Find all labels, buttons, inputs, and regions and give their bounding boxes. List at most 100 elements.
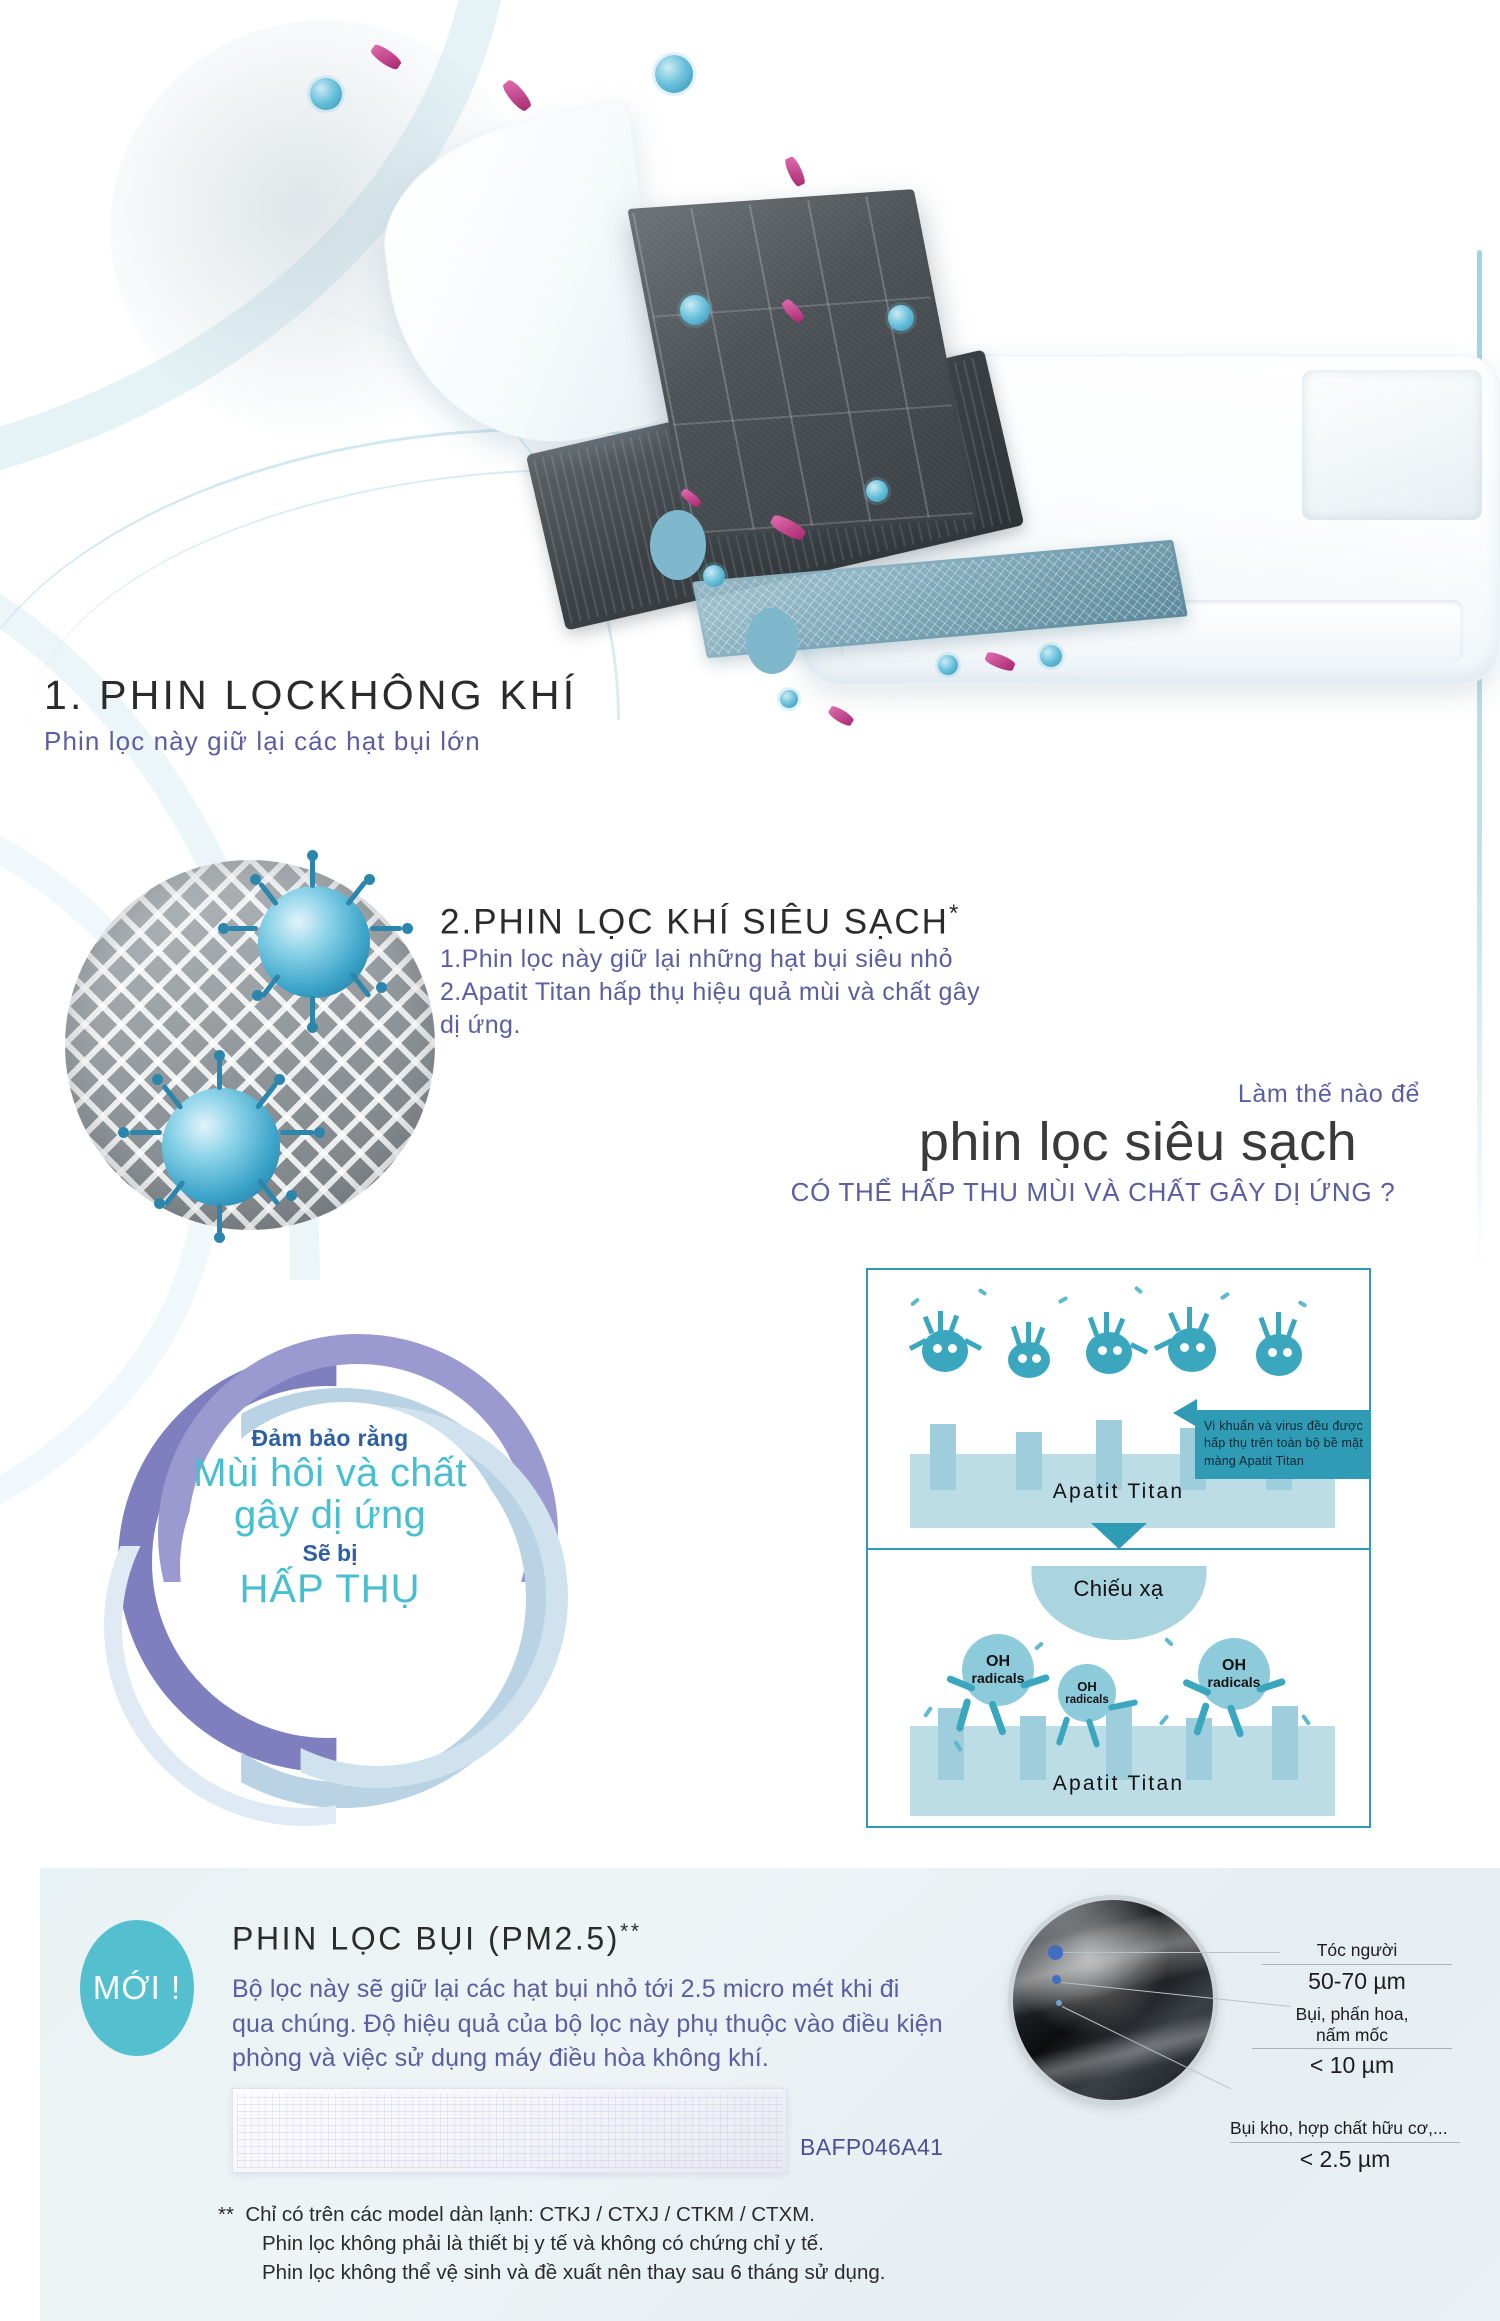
pm25-body-line-1: Bộ lọc này sẽ giữ lại các hạt bụi nhỏ tớ… [232,1975,900,2003]
bacteria-icon [500,77,534,114]
surface-pillar [1106,1704,1132,1780]
pm25-body-line-3: phòng và việc sử dụng máy điều hòa không… [232,2044,769,2072]
oh-radical-icon: OH radicals [1058,1664,1116,1722]
particle-dot-pm25 [1056,2000,1062,2006]
apatit-titan-label-top: Apatit Titan [1052,1480,1185,1503]
particle-dot-hair [1048,1945,1063,1960]
footnote-line-3: Phin lọc không thể vệ sinh và đề xuất nê… [262,2261,886,2285]
guarantee-small-bottom: Sẽ bị [302,1540,358,1566]
right-accent-bar [1477,250,1482,1270]
filter-model-code: BAFP046A41 [800,2134,944,2160]
pm25-title: PHIN LỌC BỤI (PM2.5)** [232,1920,642,1958]
section-2-line-2: 2.Apatit Titan hấp thụ hiệu quả mùi và c… [440,977,980,1006]
size-label-pm25-name: Bụi kho, hợp chất hữu cơ,... [1230,2118,1448,2138]
footnote-line-2: Phin lọc không phải là thiết bị y tế và … [262,2232,824,2256]
pm25-footnote: ** Chỉ có trên các model dàn lạnh: CTKJ … [218,2200,885,2287]
virus-large-bottom [118,1050,325,1243]
swirl-graphic [104,1330,580,1826]
oh-radical-line-2: radicals [971,1670,1025,1687]
sparkle-icon [1133,1285,1144,1295]
section-2-heading-label: 2.PHIN LỌC KHÍ SIÊU SẠCH [440,902,949,942]
surface-pillar [1020,1716,1046,1780]
absorption-tooltip: Vi khuẩn và virus đều được hấp thụ trên … [1173,1399,1369,1479]
guarantee-big-line-2: gây dị ứng [233,1493,427,1537]
swirl-inner-disc [180,1402,510,1732]
virus-icon [680,295,710,325]
new-badge: MỚI ! [80,1920,194,2056]
flow-arrow-icon [1090,1523,1147,1548]
oh-radical-line-1: OH [1077,1679,1097,1695]
size-label-dust-name: Bụi, phấn hoa, nấm mốc [1295,2004,1409,2045]
sparkle-icon [1158,1714,1170,1726]
surface-pillar [930,1424,956,1490]
virus-icon [866,480,888,502]
apatit-titan-diagram: Apatit Titan Vi khuẩn và virus đều được … [866,1268,1371,1828]
apatit-titan-label-bottom: Apatit Titan [1052,1772,1185,1795]
footnote-marker: ** [218,2203,234,2226]
double-asterisk-marker: ** [620,1920,642,1943]
section-1-heading: 1. PHIN LỌCKHÔNG KHÍ [44,672,578,718]
sparkle-icon [1297,1300,1308,1308]
guarantee-big-bottom: HẤP THỤ [239,1567,421,1611]
bacteria-icon [782,155,808,188]
guarantee-small-top: Đảm bảo rằng [251,1425,409,1451]
oh-radical-line-1: OH [1222,1657,1246,1675]
section-2-line-3: dị ứng. [440,1011,521,1040]
section-1-subtitle: Phin lọc này giữ lại các hạt bụi lớn [44,726,481,756]
sparkle-icon [1057,1295,1069,1305]
virus-monster-icon [1256,1312,1302,1376]
oh-radical-line-2: radicals [1065,1693,1109,1706]
virus-icon [938,655,958,675]
size-label-hair-value: 50-70 µm [1308,1968,1406,1994]
section-1-text: 1. PHIN LỌCKHÔNG KHÍ Phin lọc này giữ lạ… [44,672,577,757]
howto-line-1: Làm thế nào để [1237,1080,1420,1108]
oh-radical-icon: OH radicals [1198,1638,1270,1710]
bacteria-icon [826,704,856,728]
size-label-hair-name: Tóc người [1316,1940,1398,1960]
sparkle-icon [922,1705,934,1719]
size-label-pm25-value: < 2.5 µm [1299,2146,1391,2172]
virus-icon [1040,645,1062,667]
sparkle-icon [1219,1291,1231,1301]
virus-monster-icon [908,1311,983,1372]
sparkle-icon [1164,1637,1174,1647]
section-2-line-1: 1.Phin lọc này giữ lại những hạt bụi siê… [440,944,953,973]
guarantee-big-line-1: Mùi hôi và chất [193,1451,467,1495]
virus-large-top [218,850,413,1033]
howto-heading-block: Làm thế nào để phin lọc siêu sạch CÓ THỂ… [698,1080,1458,1208]
size-underline-pm25 [1230,2142,1460,2143]
diagram-bottom-panel: Chiếu xạ OH radicals OH radicals [868,1548,1369,1826]
howto-line-2: phin lọc siêu sạch [918,1112,1358,1172]
size-label-dust-value: < 10 µm [1309,2052,1395,2078]
hair-microscope-photo [1013,1900,1213,2100]
asterisk-marker: * [948,900,961,927]
surface-pillar [1096,1420,1122,1490]
sparkle-icon [1033,1641,1045,1651]
pm25-title-label: PHIN LỌC BỤI (PM2.5) [232,1920,621,1957]
size-underline-hair [1262,1964,1452,1965]
footnote-line-1-text: Chỉ có trên các model dàn lạnh: CTKJ / C… [245,2203,815,2226]
leader-line-hair [1062,1952,1280,1953]
oh-radical-icon: OH radicals [962,1634,1034,1706]
diagram-top-panel: Apatit Titan Vi khuẩn và virus đều được … [868,1270,1369,1548]
virus-icon [780,690,798,708]
sparkle-icon [1300,1713,1312,1727]
virus-icon [888,305,914,331]
callout-dot-1 [650,510,706,580]
footnote-line-1: ** Chỉ có trên các model dàn lạnh: CTKJ … [218,2200,885,2229]
pm25-body-line-2: qua chúng. Độ hiệu quả của bộ lọc này ph… [232,2009,943,2038]
size-underline-dust [1252,2048,1452,2049]
section-2-text: 2.PHIN LỌC KHÍ SIÊU SẠCH* 1.Phin lọc này… [440,900,980,1042]
surface-pillar [1272,1706,1298,1780]
diagram-divider [868,1548,1369,1550]
section-2-heading: 2.PHIN LỌC KHÍ SIÊU SẠCH* [440,900,980,943]
sparkle-icon [909,1297,921,1307]
guarantee-text-block: Đảm bảo rằng Mùi hôi và chất gây dị ứng … [120,1425,540,1612]
virus-monster-icon [1153,1307,1216,1372]
virus-icon [655,55,693,93]
pm25-filter-photo [232,2088,787,2173]
callout-dot-2 [746,608,798,674]
virus-monster-icon [1008,1322,1050,1378]
hero-illustration [0,0,1500,830]
